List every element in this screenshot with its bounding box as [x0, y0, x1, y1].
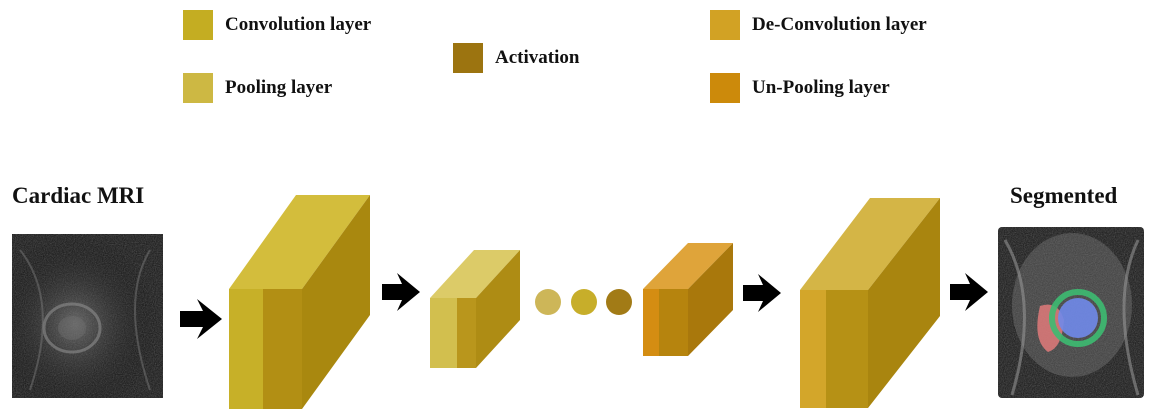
segmented-image	[998, 227, 1144, 398]
unpooling-block	[643, 243, 733, 356]
activation-swatch	[453, 43, 483, 73]
input-title: Cardiac MRI	[12, 183, 145, 208]
arrow-1	[180, 299, 222, 339]
legend-deconvolution: De-Convolution layer	[710, 10, 927, 40]
pooling-block	[430, 250, 520, 368]
ellipsis-dot-1	[535, 289, 561, 315]
unpooling-label: Un-Pooling layer	[752, 77, 890, 98]
cardiac-mri-image	[12, 234, 163, 398]
ellipsis-dot-2	[571, 289, 597, 315]
convolution-swatch	[183, 10, 213, 40]
deconvolution-label: De-Convolution layer	[752, 14, 927, 35]
output-title: Segmented	[1010, 183, 1118, 208]
convolution-block-1	[229, 195, 370, 409]
activation-label: Activation	[495, 47, 580, 68]
unpooling-swatch	[710, 73, 740, 103]
arrow-4	[950, 273, 988, 311]
arrow-3	[743, 274, 781, 312]
deconvolution-swatch	[710, 10, 740, 40]
legend-unpooling: Un-Pooling layer	[710, 73, 890, 103]
convolution-label: Convolution layer	[225, 14, 372, 35]
ellipsis-dot-3	[606, 289, 632, 315]
legend-convolution: Convolution layer	[183, 10, 371, 40]
legend-pooling: Pooling layer	[183, 73, 332, 103]
deconvolution-block	[800, 198, 940, 408]
pooling-swatch	[183, 73, 213, 103]
arrow-2	[382, 273, 420, 311]
legend-activation: Activation	[453, 43, 579, 73]
pooling-label: Pooling layer	[225, 77, 333, 98]
